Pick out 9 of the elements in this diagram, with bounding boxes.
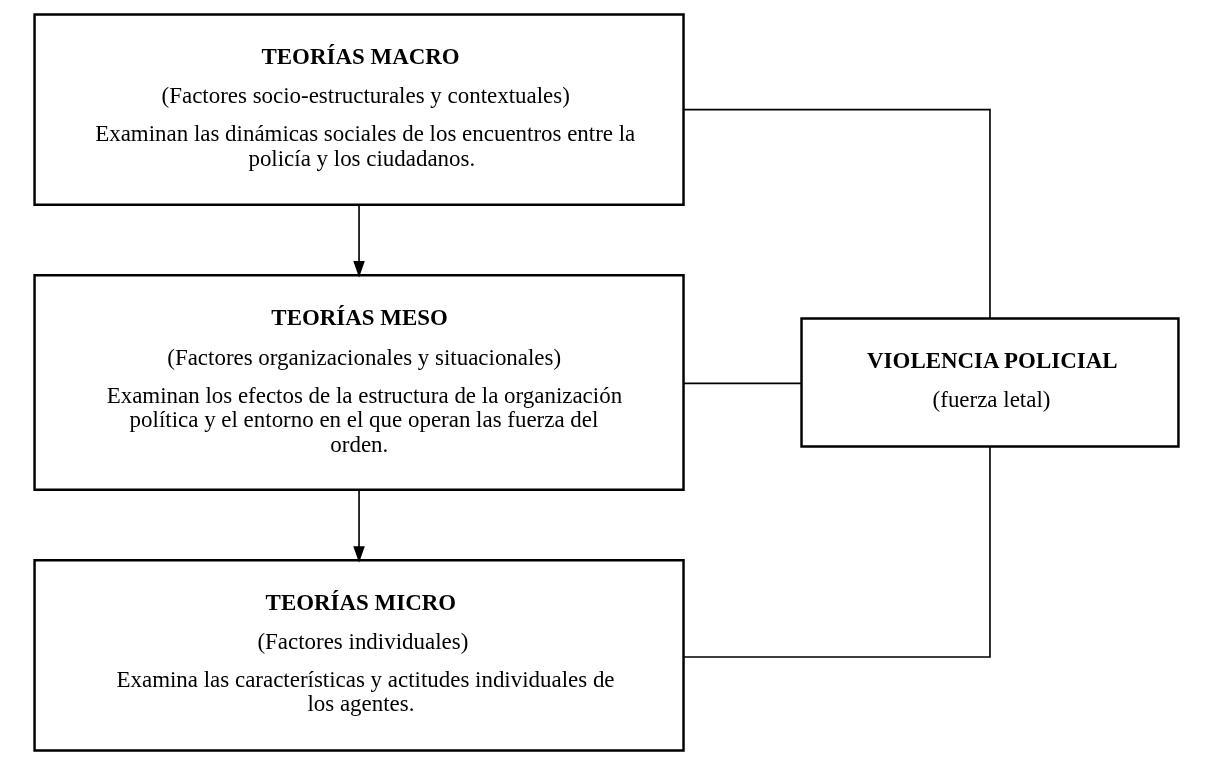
arrow: [352, 204, 365, 278]
node-box: TEORÍAS MESO (Factores organizacionales y situacionales) Examinan los efectos de la estructura de la organización política y el entorno en el que operan las fuerza del orden.: [32, 273, 685, 492]
connector: [682, 382, 802, 385]
node-box: TEORÍAS MACRO (Factores socio-estructurales y contextuales) Examinan las dinámicas sociales de los encuentros entre la policía y los ciudadanos.: [32, 13, 685, 206]
connector: [682, 108, 991, 320]
node-box: TEORÍAS MICRO (Factores individuales) Examina las características y actitudes individuales de los agentes.: [32, 559, 685, 752]
connector: [682, 446, 991, 658]
arrow: [352, 489, 365, 563]
node-box: VIOLENCIA POLICIAL (fuerza letal): [799, 317, 1180, 448]
